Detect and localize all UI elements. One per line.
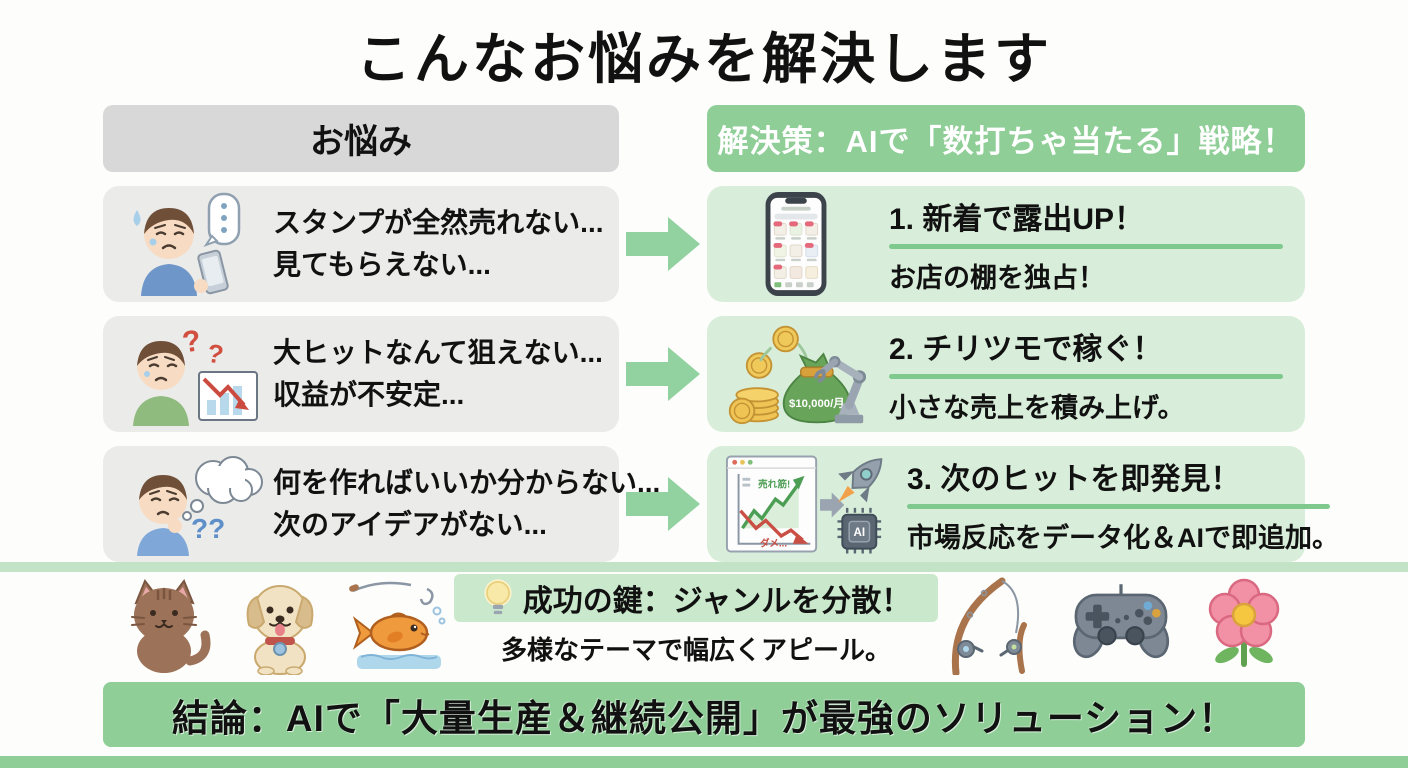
comparison-table: お悩み 解決策：AIで「数打ちゃ当たる」戦略！ スタンプが全然売れない... 見… (103, 105, 1339, 562)
money-bag-label: $10,000/月 (789, 397, 845, 410)
game-controller-icon (1072, 584, 1170, 659)
problem-line-1: 大ヒットなんて狙えない... (273, 337, 603, 368)
solution-underline (907, 503, 1331, 509)
dog-icon (246, 585, 314, 675)
svg-text:??: ?? (191, 513, 225, 544)
solution-subtitle: 小さな売上を積み上げ。 (889, 392, 1185, 423)
thinking-person-thought-bubble-icon: ?? (137, 456, 263, 556)
cat-icon (131, 579, 211, 673)
analytics-rocket-ai-chip-icon: 売れ筋! ダメ... AI (725, 455, 883, 554)
arrow-cell (619, 316, 707, 432)
arrow-cell (619, 446, 707, 562)
success-key-banner: 成功の鍵：ジャンルを分散！ (454, 574, 938, 622)
problem-text: 大ヒットなんて狙えない... 収益が不安定... (273, 332, 603, 416)
header-spacer (619, 105, 707, 172)
problem-line-2: 次のアイデアがない... (273, 509, 547, 540)
confused-person-declining-chart-icon: ? ? (133, 324, 258, 426)
problem-text: 何を作ればいいか分からない... 次のアイデアがない... (273, 462, 660, 546)
problem-row-3: ?? 何を作ればいいか分からない... 次のアイデアがない... (103, 446, 660, 562)
solution-text: 2. チリツモで稼ぐ！ 小さな売上を積み上げ。 (889, 324, 1291, 425)
success-key-subtitle: 多様なテーマで幅広くアピール。 (500, 635, 891, 665)
svg-text:?: ? (180, 324, 203, 359)
solution-subtitle: お店の棚を独占！ (889, 262, 1105, 293)
right-arrow-icon (626, 217, 700, 271)
right-arrow-icon (626, 477, 700, 531)
bottom-border-strip (0, 756, 1408, 768)
solution-text: 3. 次のヒットを即発見！ 市場反応をデータ化＆AIで即追加。 (907, 454, 1339, 555)
problems-header: お悩み (103, 105, 619, 172)
success-key-block: 成功の鍵：ジャンルを分散！ 多様なテーマで幅広くアピール。 (454, 574, 938, 667)
genre-icons-right (938, 574, 1296, 676)
problem-line-2: 見てもらえない... (273, 249, 491, 280)
smartphone-stamp-store-icon (765, 191, 827, 297)
solution-text: 1. 新着で露出UP！ お店の棚を独占！ (889, 194, 1291, 295)
solution-title: 2. チリツモで稼ぐ！ (889, 332, 1163, 366)
chart-down-label: ダメ... (760, 537, 787, 550)
page-title: こんなお悩みを解決します (355, 28, 1052, 90)
solution-row-3: 売れ筋! ダメ... AI 3. 次のヒットを即発見！ (707, 446, 1339, 562)
chart-up-label: 売れ筋! (758, 478, 790, 491)
lightbulb-icon (484, 579, 512, 615)
problem-row-2: ? ? 大ヒットなんて狙えない... 収益が不安定... (103, 316, 619, 432)
solutions-header: 解決策：AIで「数打ちゃ当たる」戦略！ (707, 105, 1305, 172)
solution-row-2: $10,000/月 2. チリツモで稼ぐ！ 小さな売上を積み上げ。 (707, 316, 1305, 432)
genre-icons-left (112, 574, 454, 676)
worried-person-phone-icon (133, 192, 241, 296)
solution-subtitle: 市場反応をデータ化＆AIで即追加。 (907, 522, 1339, 553)
arrow-cell (619, 186, 707, 302)
fish-icon (349, 581, 446, 669)
solution-title: 1. 新着で露出UP！ (889, 202, 1145, 236)
conclusion-banner: 結論：AIで「大量生産＆継続公開」が最強のソリューション！ (103, 682, 1305, 747)
ai-chip-label: AI (853, 526, 865, 539)
success-key-title: 成功の鍵：ジャンルを分散！ (522, 585, 912, 618)
problem-row-1: スタンプが全然売れない... 見てもらえない... (103, 186, 619, 302)
problem-text: スタンプが全然売れない... 見てもらえない... (273, 202, 604, 286)
solution-title: 3. 次のヒットを即発見！ (907, 462, 1241, 496)
solution-row-1: 1. 新着で露出UP！ お店の棚を独占！ (707, 186, 1305, 302)
fishing-rod-icon (951, 577, 1027, 675)
section-divider (0, 562, 1408, 572)
problem-line-2: 収益が不安定... (273, 379, 465, 410)
genre-section: 成功の鍵：ジャンルを分散！ 多様なテーマで幅広くアピール。 (0, 574, 1408, 676)
solution-underline (889, 373, 1283, 379)
right-arrow-icon (626, 347, 700, 401)
solution-underline (889, 243, 1283, 249)
problem-line-1: スタンプが全然売れない... (273, 207, 604, 238)
flower-icon (1208, 578, 1280, 667)
svg-text:?: ? (205, 338, 226, 370)
problem-line-1: 何を作ればいいか分からない... (273, 467, 661, 498)
money-bag-robot-arm-icon: $10,000/月 (728, 325, 867, 425)
